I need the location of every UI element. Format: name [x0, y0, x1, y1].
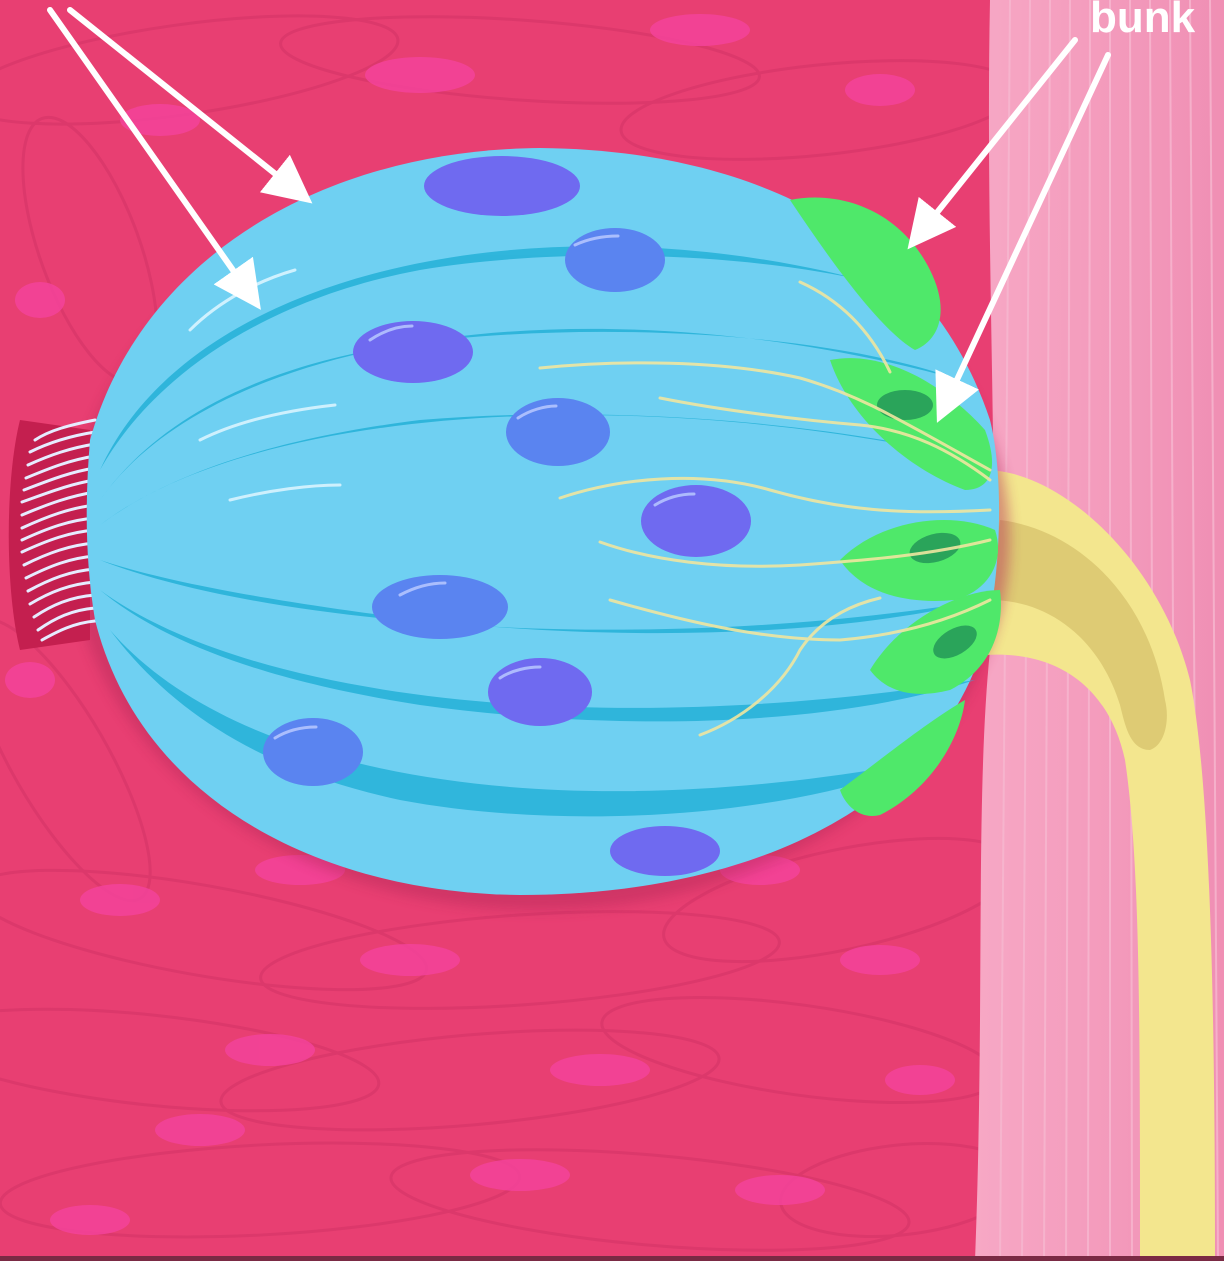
nucleus: [506, 398, 610, 466]
nucleus: [565, 228, 665, 292]
bottom-border: [0, 1256, 1224, 1261]
label-bunk: bunk: [1090, 0, 1196, 42]
nucleus: [424, 156, 580, 216]
nucleus: [610, 826, 720, 876]
nucleus: [641, 485, 751, 557]
nucleus: [353, 321, 473, 383]
taste-pore: [9, 420, 90, 650]
